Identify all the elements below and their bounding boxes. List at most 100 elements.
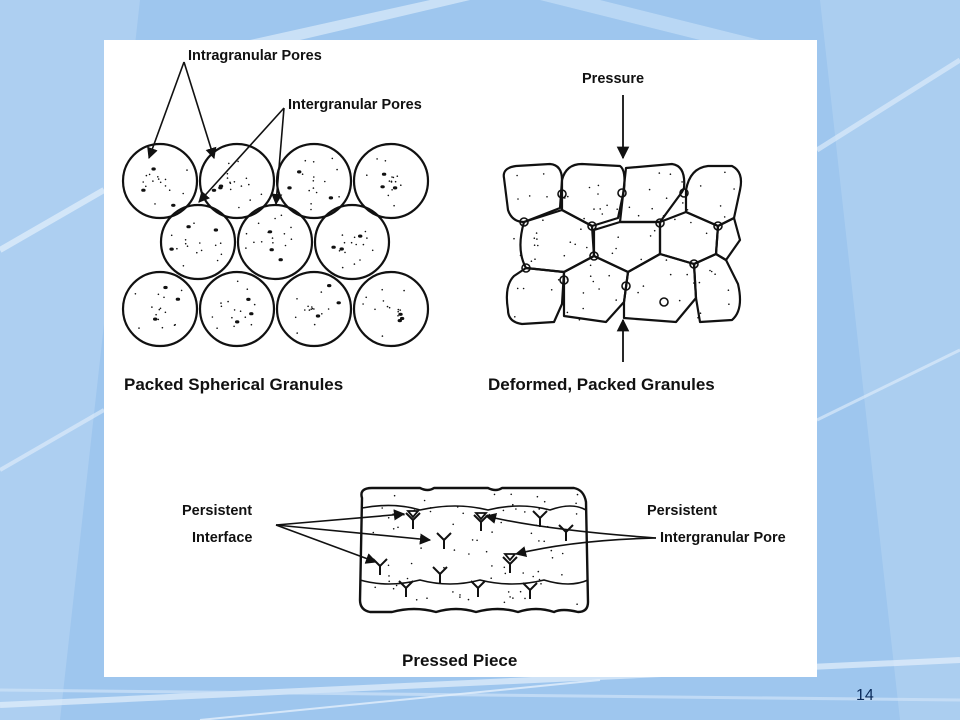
speckle (471, 539, 474, 541)
granule-speckle (163, 296, 165, 299)
speckle (533, 237, 536, 239)
granule-speckle (164, 311, 167, 314)
granule-speckle (249, 199, 251, 201)
speckle (443, 538, 446, 540)
granule-speckle (199, 242, 201, 244)
speckle (490, 577, 493, 579)
spherical-granule (352, 142, 430, 220)
speckle (557, 279, 560, 281)
granule-speckle (310, 308, 312, 311)
granule-pressing-diagram: Intragranular Pores Intergranular Pores … (121, 48, 786, 670)
speckle (697, 316, 699, 319)
intragranular-pore (218, 184, 224, 188)
speckle (485, 550, 488, 553)
speckle (468, 553, 470, 555)
persistent-interface-label-line1: Persistent (182, 503, 252, 519)
persistent-pore-label-line1: Persistent (647, 503, 717, 519)
spherical-granule (198, 270, 276, 348)
speckle (699, 312, 702, 315)
speckle (617, 236, 619, 238)
granule-speckle (173, 324, 176, 327)
granule-speckle (301, 173, 304, 175)
granule-speckle (214, 244, 217, 247)
granule-speckle (362, 303, 364, 305)
y-junction (470, 580, 486, 597)
granule-speckle (260, 241, 263, 243)
granule-speckle (245, 247, 247, 249)
granule-speckle (233, 309, 236, 311)
speckle (415, 599, 418, 601)
granule-speckle (237, 160, 239, 163)
granule-speckle (193, 222, 195, 224)
granule-speckle (157, 293, 160, 296)
speckle (504, 572, 507, 575)
spherical-granule (352, 270, 430, 348)
granule-speckle (391, 189, 393, 191)
granule-speckle (338, 196, 340, 198)
intragranular-pore (327, 284, 332, 288)
y-junction (398, 580, 414, 597)
speckle (599, 208, 601, 210)
speckle (565, 538, 567, 540)
intragranular-pore (267, 230, 273, 234)
speckle (503, 601, 506, 604)
granule-speckle (387, 194, 390, 197)
speckle (395, 584, 398, 587)
speckle (566, 311, 569, 314)
granule-speckle (211, 316, 214, 318)
intragranular-pore (175, 297, 181, 301)
granule-speckle (196, 251, 198, 254)
speckle (413, 509, 416, 512)
y-junction (522, 582, 538, 599)
speckle (705, 232, 708, 235)
persistent-intergranular-pores (406, 510, 517, 562)
speckle (519, 244, 522, 247)
granule-speckle (220, 305, 223, 308)
granule-speckle (313, 308, 315, 310)
deformed-packed-granules-caption: Deformed, Packed Granules (488, 375, 715, 394)
granule-speckle (386, 305, 389, 308)
speckle (534, 258, 536, 260)
intragranular-pore (249, 312, 254, 316)
speckle (640, 258, 642, 261)
granule-speckle (152, 180, 154, 182)
granule-speckle (310, 208, 312, 211)
speckle (637, 214, 640, 217)
speckle (576, 493, 579, 496)
granule-speckle (313, 176, 315, 178)
intragranular-pore (398, 312, 403, 316)
speckle (429, 510, 432, 513)
granule-speckle (180, 289, 183, 292)
speckle (452, 523, 455, 526)
granule-speckle (176, 247, 178, 250)
intragranular-pore (339, 247, 344, 251)
granule-speckle (311, 307, 314, 310)
granule-speckle (250, 323, 253, 326)
granule-speckle (182, 265, 185, 267)
granule-speckle (308, 309, 311, 311)
granule-speckle (200, 249, 203, 252)
granule-speckle (312, 187, 315, 189)
speckle (728, 303, 730, 306)
granule-speckle (394, 180, 397, 183)
granule-speckle (311, 306, 313, 308)
granule-speckle (304, 159, 307, 162)
granule-speckle (290, 226, 292, 229)
spherical-granule (275, 142, 353, 220)
granule-speckle (142, 181, 144, 183)
speckle (429, 507, 432, 509)
granule-speckle (216, 259, 219, 262)
speckle (522, 572, 524, 574)
speckle (625, 283, 627, 286)
granule-speckle (374, 308, 376, 311)
granule-speckle (359, 259, 361, 261)
persistent-interface-junctions (372, 510, 574, 599)
speckle (410, 562, 413, 565)
speckle (528, 195, 531, 197)
speckle (550, 549, 553, 552)
speckle (714, 273, 716, 275)
speckle (569, 241, 572, 243)
speckle (561, 552, 564, 555)
granule-speckle (158, 308, 161, 311)
speckle (393, 494, 396, 497)
